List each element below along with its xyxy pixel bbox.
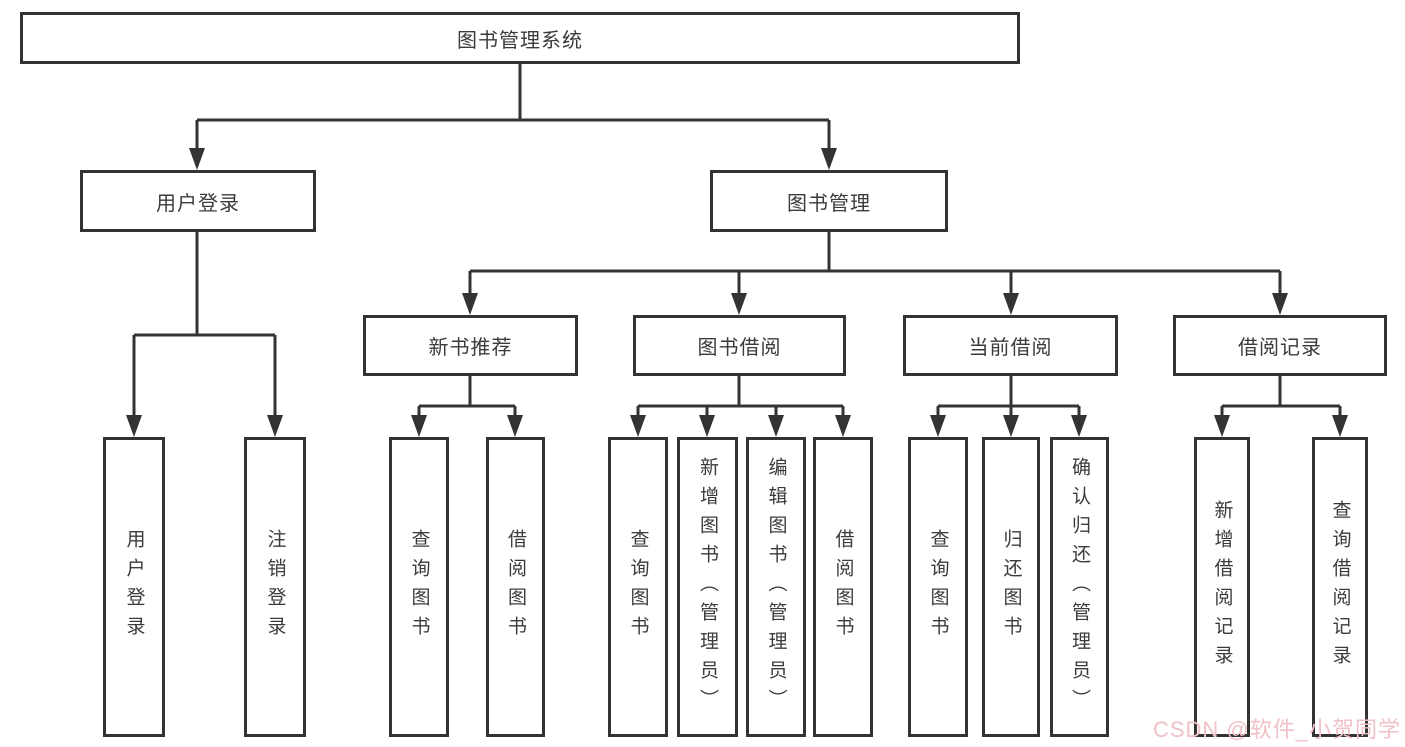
edge-stems [132,64,1342,418]
edge-new-book-to-leaves [417,376,517,418]
node-book-borrowing: 图书借阅 [633,315,846,376]
arrowhead [1071,415,1087,437]
arrowhead [267,415,283,437]
arrowhead [1003,415,1019,437]
arrowhead [1272,293,1288,315]
edge-book-mgmt-to-level3 [468,232,1282,296]
node-leaf-user-login: 用户登录 [103,437,165,737]
edge-arrowheads [126,148,1348,437]
csdn-watermark: CSDN @软件_小贺同学 [1152,717,1401,742]
arrowhead [821,148,837,170]
edge-root-to-level2 [195,64,831,150]
node-book-management: 图书管理 [710,170,948,232]
arrowhead [126,415,142,437]
node-leaf-borrow-books-2: 借阅图书 [813,437,873,737]
edge-book-borrow-to-leaves [636,376,845,418]
arrowhead [699,415,715,437]
node-library-system: 图书管理系统 [20,12,1020,64]
node-leaf-add-books-admin: 新增图书（管理员） [677,437,738,737]
node-leaf-query-books-2: 查询图书 [608,437,668,737]
arrowhead [1332,415,1348,437]
node-user-login: 用户登录 [80,170,316,232]
node-leaf-confirm-return-admin: 确认归还（管理员） [1050,437,1109,737]
arrowhead [462,293,478,315]
arrowhead [411,415,427,437]
arrowhead [930,415,946,437]
node-leaf-query-borrow-record: 查询借阅记录 [1312,437,1368,737]
node-leaf-logout: 注销登录 [244,437,306,737]
node-current-borrowing: 当前借阅 [903,315,1118,376]
arrowhead [189,148,205,170]
node-leaf-edit-books-admin: 编辑图书（管理员） [746,437,806,737]
arrowhead [835,415,851,437]
arrowhead [507,415,523,437]
edge-user-login-to-leaves [132,232,277,418]
node-new-book-recommend: 新书推荐 [363,315,578,376]
arrowhead [768,415,784,437]
arrowhead [630,415,646,437]
arrowhead [1003,293,1019,315]
node-leaf-add-borrow-record: 新增借阅记录 [1194,437,1250,737]
arrowhead [1214,415,1230,437]
node-leaf-query-books-3: 查询图书 [908,437,968,737]
edge-current-borrow-to-leaves [936,376,1081,418]
arrowhead [731,293,747,315]
edge-borrow-records-to-leaves [1220,376,1342,418]
node-leaf-return-books: 归还图书 [982,437,1040,737]
node-leaf-query-books-1: 查询图书 [389,437,449,737]
node-borrowing-records: 借阅记录 [1173,315,1387,376]
node-leaf-borrow-books-1: 借阅图书 [486,437,545,737]
